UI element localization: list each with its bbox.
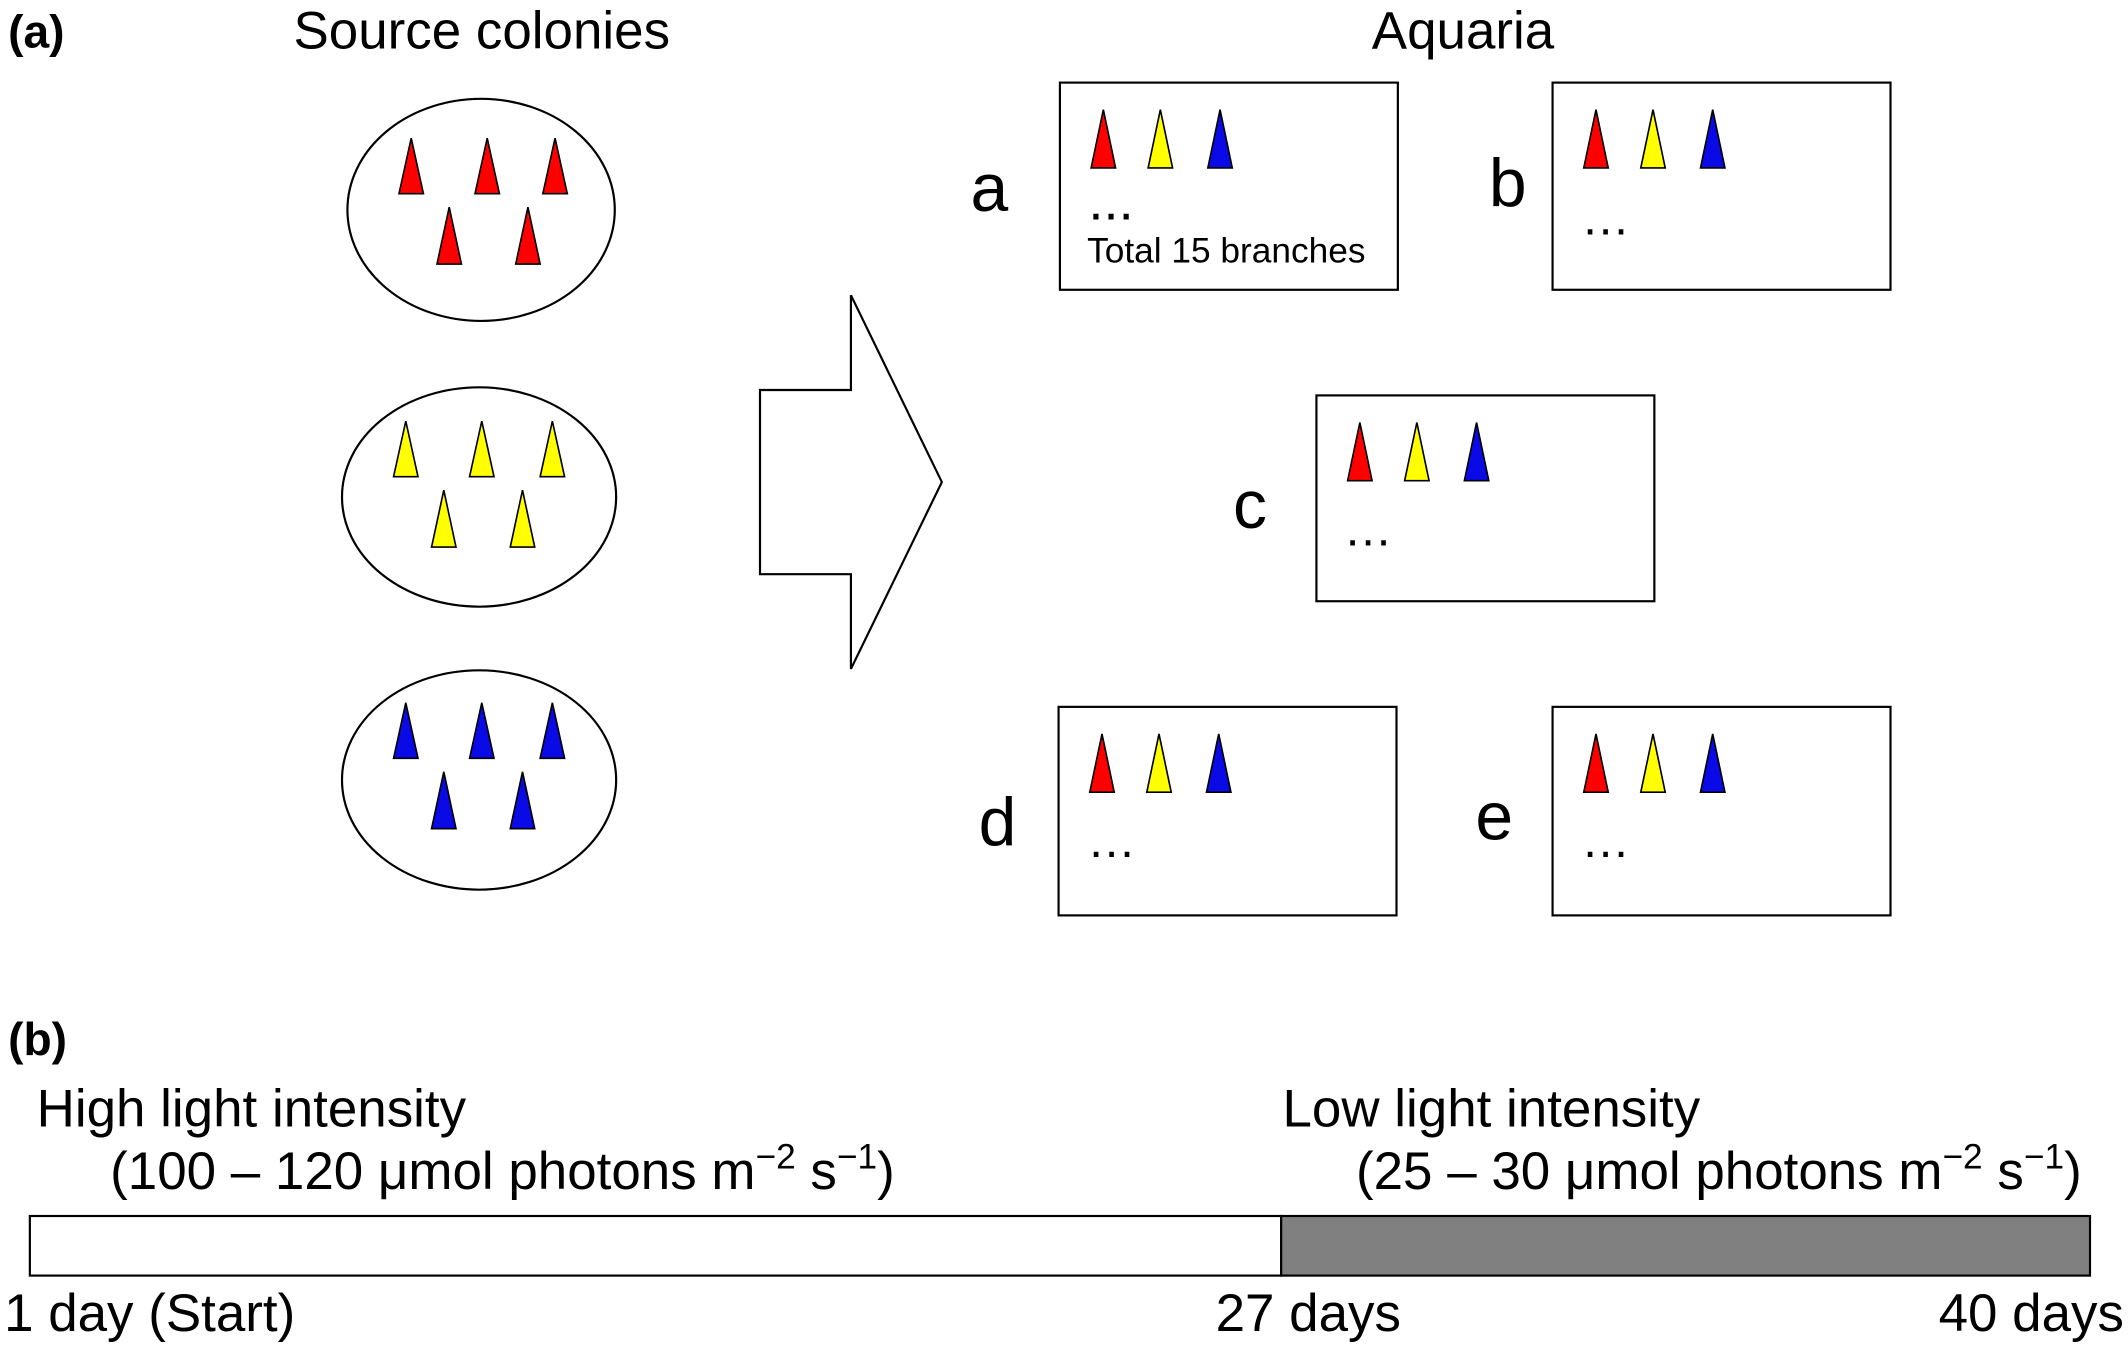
coral-branch-blue: [509, 771, 536, 830]
tank-e: e …: [1475, 705, 1892, 917]
source-colony-yellow: [340, 386, 618, 608]
high-light-period-bar: [28, 1214, 1283, 1277]
coral-branch-blue: [1699, 109, 1726, 169]
transfer-arrow: [758, 294, 944, 670]
coral-branch-red: [473, 137, 501, 195]
tank-a: a ... Total 15 branches: [970, 81, 1399, 291]
timeline-switch-label: 27 days: [1216, 1284, 1401, 1343]
coral-branch-yellow: [1145, 733, 1173, 793]
coral-branch-blue: [1206, 109, 1234, 169]
light-timeline: [28, 1214, 2092, 1277]
superscript: −1: [2024, 1138, 2064, 1177]
coral-branch-yellow: [468, 420, 496, 478]
coral-branch-blue: [430, 771, 458, 830]
high-light-title: High light intensity: [37, 1080, 467, 1139]
coral-branch-yellow: [539, 420, 566, 478]
tank-outline: [1551, 81, 1892, 291]
coral-branch-blue: [539, 702, 566, 760]
tank-outline: [1058, 81, 1399, 291]
coral-branch-blue: [392, 702, 420, 760]
low-light-value: (25 – 30 μmol photons m−2 s−1): [1283, 1138, 2126, 1201]
coral-branch-red: [514, 207, 542, 265]
low-light-title: Low light intensity: [1283, 1080, 1701, 1139]
coral-branch-yellow: [1639, 109, 1667, 169]
tank-c: c …: [1233, 394, 1656, 603]
coral-branch-blue: [1205, 733, 1232, 793]
source-colony-red: [346, 97, 616, 323]
tank-label: a: [970, 151, 1008, 226]
panel-b-label: (b): [8, 1013, 67, 1065]
tank-more-indicator: …: [1581, 814, 1630, 868]
tank-label: c: [1233, 468, 1267, 543]
source-colonies-title: Source colonies: [294, 2, 671, 61]
tank-more-indicator: ...: [1088, 171, 1133, 231]
aquaria-title: Aquaria: [1372, 2, 1555, 61]
coral-branch-yellow: [1403, 422, 1431, 482]
value-text: (25 – 30 μmol photons m: [1356, 1142, 1942, 1201]
coral-branch-blue: [1699, 733, 1726, 793]
tank-more-indicator: …: [1581, 191, 1630, 245]
coral-branch-yellow: [430, 490, 458, 548]
value-text: s: [796, 1142, 837, 1201]
tank-d: d …: [979, 705, 1398, 917]
high-light-value: (100 – 120 μmol photons m−2 s−1): [37, 1138, 939, 1201]
tank-b: b …: [1489, 81, 1892, 291]
tank-more-indicator: …: [1344, 503, 1393, 557]
value-text: s: [1983, 1142, 2024, 1201]
value-text: ): [2064, 1142, 2082, 1201]
superscript: −1: [837, 1138, 877, 1177]
coral-branch-red: [397, 137, 425, 195]
coral-branch-yellow: [509, 490, 536, 548]
tank-outline: [1315, 394, 1656, 603]
coral-branch-red: [541, 137, 569, 195]
value-text: (100 – 120 μmol photons m: [110, 1142, 755, 1201]
colony-outline: [346, 97, 616, 323]
timeline-start-label: 1 day (Start): [4, 1284, 295, 1343]
tank-label: d: [979, 785, 1017, 860]
superscript: −2: [1942, 1138, 1982, 1177]
tank-label: e: [1475, 780, 1513, 855]
tank-branch-count-note: Total 15 branches: [1087, 232, 1365, 271]
tank-outline: [1057, 705, 1398, 917]
tank-more-indicator: …: [1087, 814, 1136, 868]
timeline-end-label: 40 days: [1939, 1284, 2124, 1343]
coral-branch-yellow: [1639, 733, 1667, 793]
source-colony-blue: [340, 669, 618, 891]
coral-branch-red: [1582, 109, 1610, 169]
coral-branch-red: [1346, 422, 1374, 482]
coral-branch-red: [435, 207, 463, 265]
coral-branch-blue: [468, 702, 496, 760]
value-text: ): [877, 1142, 895, 1201]
coral-branch-red: [1582, 733, 1610, 793]
colony-outline: [340, 386, 618, 608]
tank-outline: [1551, 705, 1892, 917]
coral-branch-yellow: [392, 420, 420, 478]
coral-branch-yellow: [1147, 109, 1174, 169]
coral-branch-red: [1090, 109, 1117, 169]
low-light-period-bar: [1280, 1214, 2092, 1277]
colony-outline: [340, 669, 618, 891]
superscript: −2: [755, 1138, 795, 1177]
coral-branch-red: [1088, 733, 1116, 793]
coral-branch-blue: [1463, 422, 1490, 482]
panel-a-label: (a): [8, 5, 64, 57]
tank-label: b: [1489, 146, 1527, 221]
